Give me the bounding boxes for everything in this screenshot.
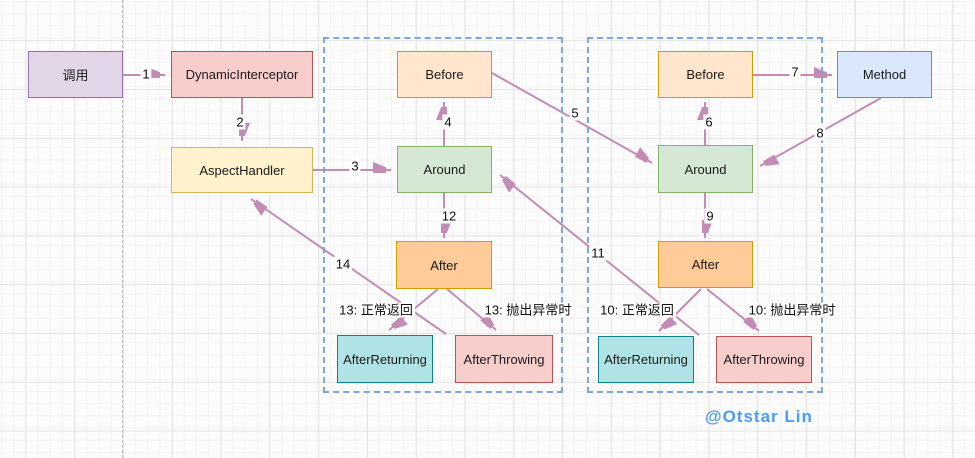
edge-label-step-5: 5 bbox=[569, 105, 581, 121]
edge-label-step-1: 1 bbox=[140, 66, 152, 82]
edge-label-step-7: 7 bbox=[789, 64, 801, 80]
node-before-2[interactable]: Before bbox=[658, 51, 753, 98]
edge-label-step-12: 12 bbox=[439, 208, 459, 224]
node-after-returning-2[interactable]: AfterReturning bbox=[598, 336, 694, 383]
author-watermark: @Otstar Lin bbox=[705, 407, 813, 426]
edge-label-step-10a: 10: 正常返回 bbox=[598, 302, 676, 318]
node-aspect-handler[interactable]: AspectHandler bbox=[171, 147, 313, 193]
edge-label-step-2: 2 bbox=[234, 114, 246, 130]
node-method[interactable]: Method bbox=[837, 51, 932, 98]
node-call[interactable]: 调用 bbox=[28, 51, 123, 98]
edge-label-step-10b: 10: 抛出异常时 bbox=[746, 302, 838, 318]
edge-label-step-9: 9 bbox=[704, 208, 716, 224]
group-interceptor-chain-left[interactable] bbox=[323, 37, 563, 393]
edge-label-step-3: 3 bbox=[349, 158, 361, 174]
edge-label-step-4: 4 bbox=[442, 114, 454, 130]
node-after-2[interactable]: After bbox=[658, 241, 753, 288]
edge-label-step-8: 8 bbox=[814, 125, 826, 141]
node-around-1[interactable]: Around bbox=[397, 146, 492, 193]
node-around-2[interactable]: Around bbox=[658, 145, 753, 193]
group-interceptor-chain-right[interactable] bbox=[587, 37, 823, 393]
node-after-returning-1[interactable]: AfterReturning bbox=[337, 335, 433, 383]
node-after-throwing-2[interactable]: AfterThrowing bbox=[716, 336, 812, 383]
edge-label-step-13a: 13: 正常返回 bbox=[337, 302, 415, 318]
page-boundary-line bbox=[122, 0, 123, 458]
edge-label-step-11: 11 bbox=[589, 245, 607, 261]
edge-label-step-14: 14 bbox=[333, 256, 353, 272]
node-after-1[interactable]: After bbox=[396, 241, 492, 289]
node-dynamic-interceptor[interactable]: DynamicInterceptor bbox=[171, 51, 313, 98]
edge-label-step-6: 6 bbox=[703, 114, 715, 130]
node-after-throwing-1[interactable]: AfterThrowing bbox=[455, 335, 553, 383]
node-before-1[interactable]: Before bbox=[397, 51, 492, 98]
edge-label-step-13b: 13: 抛出异常时 bbox=[482, 302, 574, 318]
